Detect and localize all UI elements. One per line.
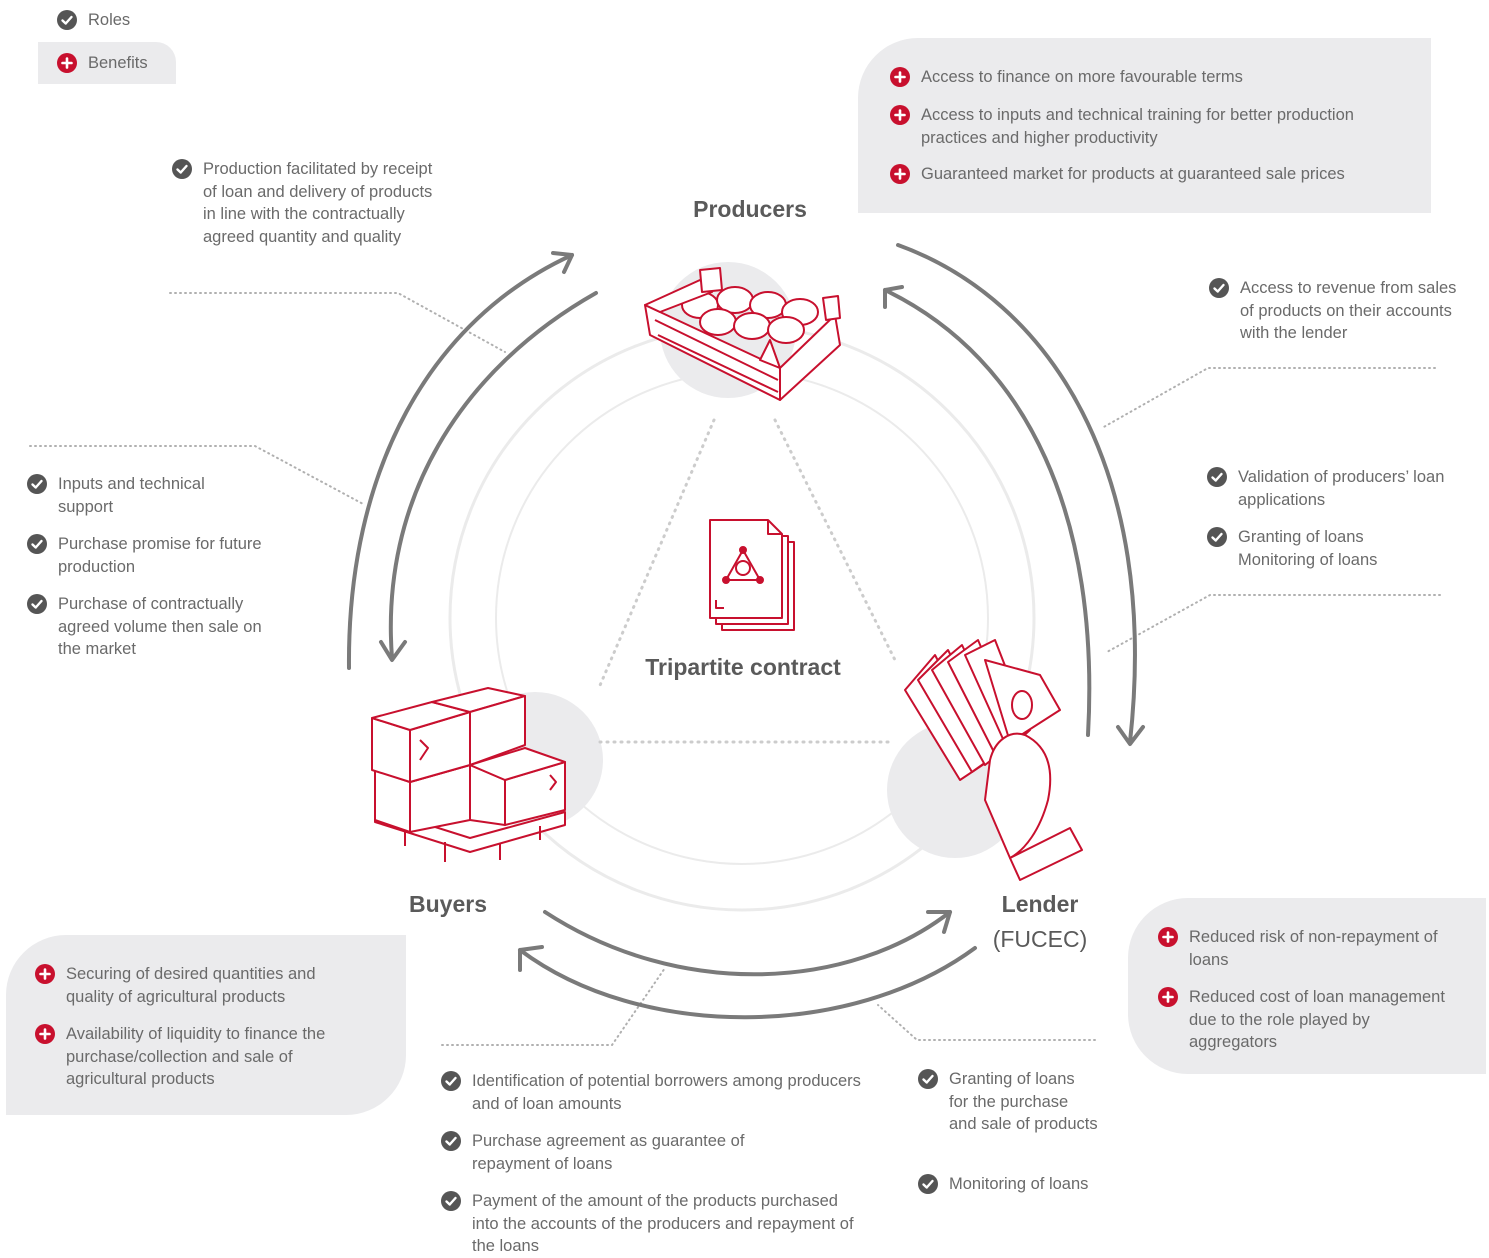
plus-icon [890,164,910,184]
plus-icon [890,105,910,125]
check-icon [918,1174,938,1194]
legend-roles: Roles [57,9,130,32]
check-icon [441,1191,461,1211]
buyers-role-item: Inputs and technical support [27,473,247,518]
plus-icon [1158,987,1178,1007]
cycle-arrows [346,243,1145,1020]
buyers-role-item: Identification of potential borrowers am… [441,1070,861,1115]
legend-roles-label: Roles [88,11,131,29]
crate-icon [644,267,841,401]
legend-benefits-label: Benefits [88,54,148,72]
legend-benefits: Benefits [57,52,148,75]
plus-icon [35,1024,55,1044]
check-icon [918,1069,938,1089]
buyers-benefit-item: Availability of liquidity to finance the… [35,1023,375,1091]
lender-benefits-panel [1128,898,1486,1074]
plus-icon [1158,927,1178,947]
triangle-dotted-lines [596,418,897,744]
lender-role-item: Access to revenue from sales of products… [1209,277,1459,345]
producers-benefit-item: Guaranteed market for products at guaran… [890,163,1420,186]
check-icon [27,474,47,494]
lender-label: Lender [1001,891,1079,917]
buyers-role-item: Purchase promise for future production [27,533,267,578]
check-icon [57,10,77,30]
buyers-benefits-panel [6,935,406,1115]
lender-role-item: Validation of producers’ loan applicatio… [1207,466,1457,511]
boxes-on-pallet-icon [371,687,566,862]
buyers-role-item: Payment of the amount of the products pu… [441,1190,861,1258]
lender-benefit-item: Reduced risk of non-repayment of loans [1158,926,1463,971]
check-icon [172,159,192,179]
buyers-label: Buyers [409,891,487,917]
producers-label: Producers [693,196,807,222]
money-in-hand-icon [904,639,1083,881]
check-icon [1207,467,1227,487]
lender-role-item: Granting of loans Monitoring of loans [1207,526,1407,571]
check-icon [441,1131,461,1151]
buyers-role-item: Purchase agreement as guarantee of repay… [441,1130,821,1175]
plus-icon [57,53,77,73]
producers-role-item: Production facilitated by receipt of loa… [172,158,434,248]
producers-benefit-item: Access to inputs and technical training … [890,104,1420,149]
check-icon [1207,527,1227,547]
leader-lines [29,292,1441,1046]
check-icon [1209,278,1229,298]
producers-benefits-panel [858,38,1431,213]
check-icon [441,1071,461,1091]
buyers-role-item: Purchase of contractually agreed volume … [27,593,277,661]
check-icon [27,534,47,554]
lender-role-item: Monitoring of loans [918,1173,1138,1196]
center-title: Tripartite contract [645,654,841,680]
buyers-benefit-item: Securing of desired quantities and quali… [35,963,365,1008]
lender-sublabel: (FUCEC) [992,926,1088,952]
plus-icon [890,67,910,87]
plus-icon [35,964,55,984]
contract-document-icon [709,519,795,631]
check-icon [27,594,47,614]
lender-role-item: Granting of loans for the purchase and s… [918,1068,1098,1136]
lender-benefit-item: Reduced cost of loan management due to t… [1158,986,1448,1054]
producers-benefit-item: Access to finance on more favourable ter… [890,66,1410,89]
